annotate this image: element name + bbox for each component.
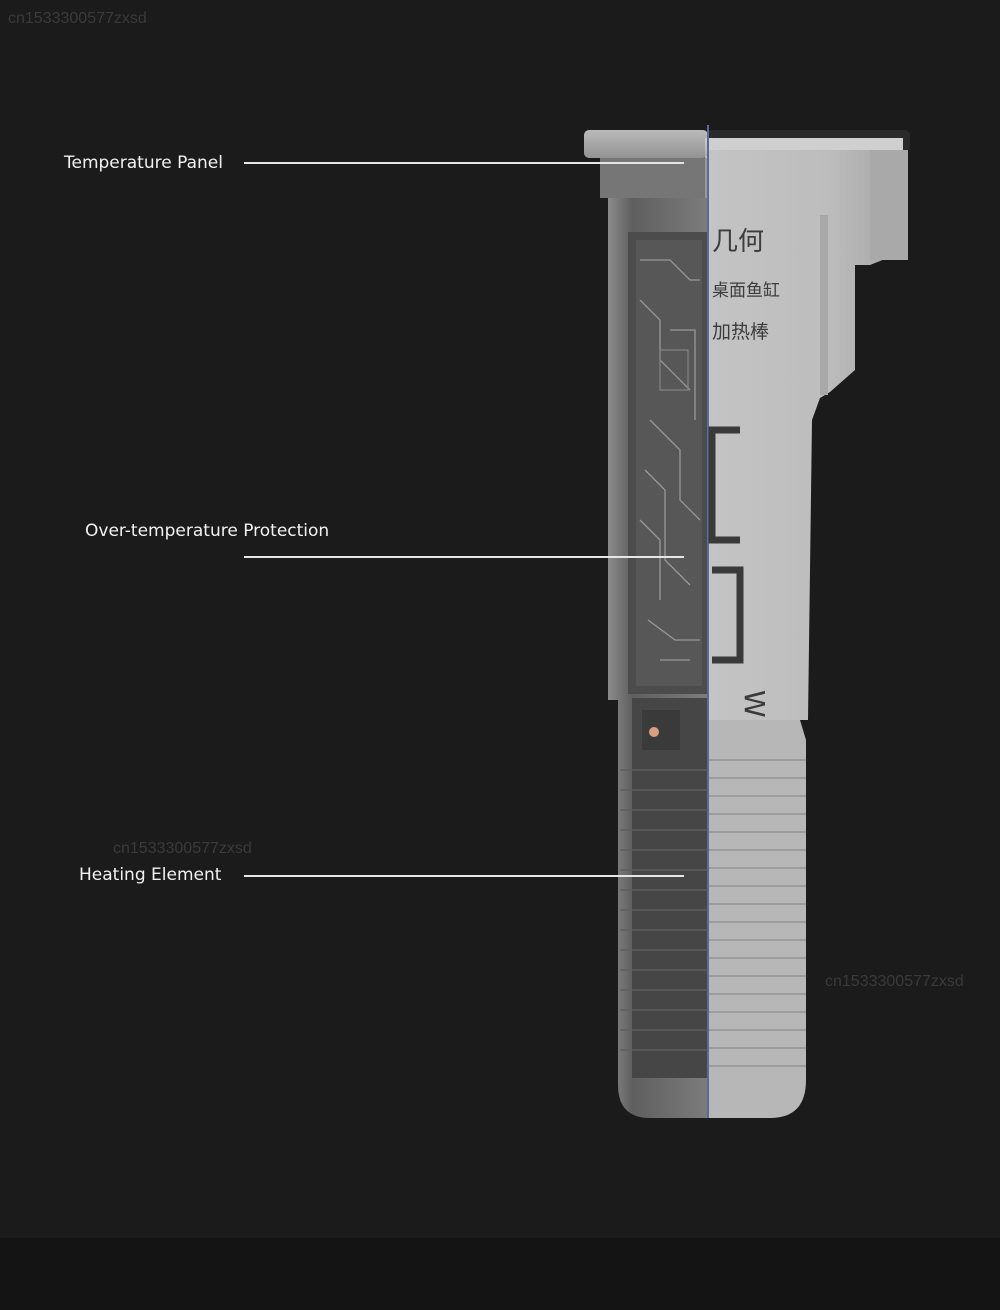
leader-line-heating-element [244, 875, 684, 877]
callout-label-heating-element: Heating Element [79, 865, 222, 885]
heater-clear-shell [584, 125, 709, 1118]
heating-coil-lines [620, 769, 708, 1051]
bottom-band [0, 1238, 1000, 1310]
callout-label-temperature-panel: Temperature Panel [64, 153, 223, 173]
wattage-numeral [708, 426, 744, 664]
watermark-middle: cn1533300577zxsd [113, 840, 252, 857]
heater-body-solid [705, 130, 910, 1118]
callout-label-over-temperature-protection: Over-temperature Protection [85, 521, 330, 541]
product-line1-text: 桌面鱼缸 [712, 280, 780, 301]
leader-line-over-temperature-protection [244, 556, 684, 558]
pcb-traces [639, 259, 701, 661]
heater-ribs [705, 759, 806, 1067]
product-line2-text: 加热棒 [712, 321, 769, 343]
leader-line-temperature-panel [244, 162, 684, 164]
watermark-right: cn1533300577zxsd [825, 973, 964, 990]
wattage-unit-text: W [738, 690, 771, 718]
brand-text: 几何 [712, 227, 764, 257]
watermark-top-left: cn1533300577zxsd [8, 10, 147, 27]
